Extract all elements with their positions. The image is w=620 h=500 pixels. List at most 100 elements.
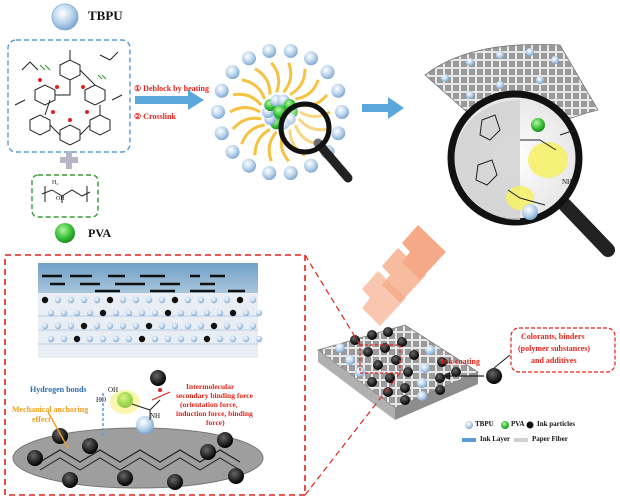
- layer-particle: [203, 309, 211, 317]
- tbpu-particle: [211, 105, 225, 119]
- layer-particle: [54, 322, 62, 330]
- tbpu-particle: [225, 144, 240, 159]
- layer-particle: [171, 296, 179, 304]
- layer-particle: [67, 296, 75, 304]
- coat-particle: [403, 367, 413, 377]
- layer-particle: [164, 309, 172, 317]
- micelle-chain: [270, 61, 281, 93]
- coat-particle: [367, 377, 377, 387]
- layer-diagram: [38, 263, 258, 358]
- coat-particle: [335, 343, 345, 353]
- pva-ball: [55, 223, 75, 243]
- tbpu-structure-box: [7, 39, 131, 153]
- micelle-chain: [289, 68, 307, 96]
- layer-particle: [99, 335, 107, 343]
- mech-anchoring-line1: Mechanical anchoring: [12, 405, 89, 414]
- micelle-chain: [229, 106, 261, 114]
- tbpu-label: TBPU: [88, 8, 123, 23]
- layer-particle: [106, 322, 114, 330]
- layer-particle: [99, 309, 107, 317]
- legend-paper-fiber: Paper Fiber: [532, 435, 568, 443]
- tbpu-particle: [320, 65, 335, 80]
- layer-particle: [145, 296, 153, 304]
- coat-particle: [363, 347, 373, 357]
- layer-particle: [229, 335, 237, 343]
- layer-particle: [151, 309, 159, 317]
- micelle-chain: [282, 62, 293, 94]
- coat-particle: [373, 360, 383, 370]
- layer-particle: [249, 322, 257, 330]
- chem-nh-bottom: NH: [150, 412, 161, 420]
- zoom-region-box: [359, 344, 401, 374]
- layer-particle: [184, 296, 192, 304]
- layer-particle: [158, 296, 166, 304]
- micelle-chain: [241, 78, 267, 100]
- ink-particle: [62, 472, 78, 488]
- layer-particle: [112, 335, 120, 343]
- layer-particle: [138, 309, 146, 317]
- layer-particle: [112, 309, 120, 317]
- ink-particle: [228, 468, 244, 484]
- coat-particle: [367, 330, 377, 340]
- sheet-tbpu-particle: [536, 76, 544, 84]
- layer-particles: [41, 296, 263, 343]
- layer-particle: [197, 322, 205, 330]
- layer-particle: [73, 309, 81, 317]
- layer-particle: [86, 335, 94, 343]
- micelle-chain: [231, 116, 262, 131]
- layer-particle: [73, 335, 81, 343]
- coat-particle: [437, 357, 447, 367]
- arrow-to-paper: [362, 97, 404, 119]
- layer-particle: [125, 335, 133, 343]
- detail-panel-frame: [4, 254, 306, 496]
- layer-particle: [145, 322, 153, 330]
- pva-structure-drawing: [41, 186, 91, 203]
- coat-particle: [417, 378, 427, 388]
- chem-ho: HO: [96, 396, 107, 404]
- micelle-chain: [267, 130, 278, 162]
- layer-particle: [190, 335, 198, 343]
- micelle-chain: [232, 92, 263, 107]
- layer-particle: [255, 309, 263, 317]
- micelle-chain: [299, 110, 331, 118]
- chem-nh-top: NH: [562, 178, 573, 186]
- arrow-orange-chevrons: [362, 225, 446, 326]
- tbpu-particle: [331, 126, 346, 141]
- tbpu-particle: [283, 43, 298, 58]
- layer-particle: [164, 335, 172, 343]
- legend: [462, 421, 534, 442]
- bond-markers: [47, 370, 171, 449]
- layer-particle: [236, 322, 244, 330]
- ink-coating-label: Ink coating: [441, 357, 480, 366]
- coat-particle: [417, 391, 427, 401]
- magnifier-big: [447, 90, 615, 257]
- layer-particle: [229, 309, 237, 317]
- coat-particle: [383, 387, 393, 397]
- coat-particle: [350, 335, 360, 345]
- step1-label: ① Deblock by heating: [134, 84, 209, 93]
- micelle-chain: [253, 128, 271, 156]
- layer-particle: [158, 322, 166, 330]
- legend-tbpu: TBPU: [475, 420, 494, 428]
- tbpu-particle: [242, 158, 256, 173]
- coat-particle: [383, 327, 393, 337]
- ink-particle: [117, 470, 133, 486]
- colorants-line2: (polymer substances): [518, 344, 591, 353]
- intermolecular-line4: induction force, binding: [176, 409, 253, 418]
- intermolecular-line1: Intermolecular: [186, 382, 235, 391]
- intermolecular-line2: secondary binding force: [176, 391, 253, 400]
- ink-particle: [82, 438, 98, 454]
- tbpu-structure-oxygen-labels: [38, 78, 89, 122]
- magnifier-small: [278, 101, 353, 183]
- layer-particle: [203, 335, 211, 343]
- coat-particle: [420, 363, 430, 373]
- layer-particle: [197, 296, 205, 304]
- layer-particle: [54, 296, 62, 304]
- coat-particle: [425, 345, 435, 355]
- layer-particle: [216, 309, 224, 317]
- layer-particle: [190, 309, 198, 317]
- sheet-tbpu-particle: [466, 58, 474, 66]
- detail-connector-top: [304, 254, 361, 346]
- tbpu-particle: [214, 126, 229, 141]
- intermolecular-line3: (orientation force,: [180, 400, 238, 409]
